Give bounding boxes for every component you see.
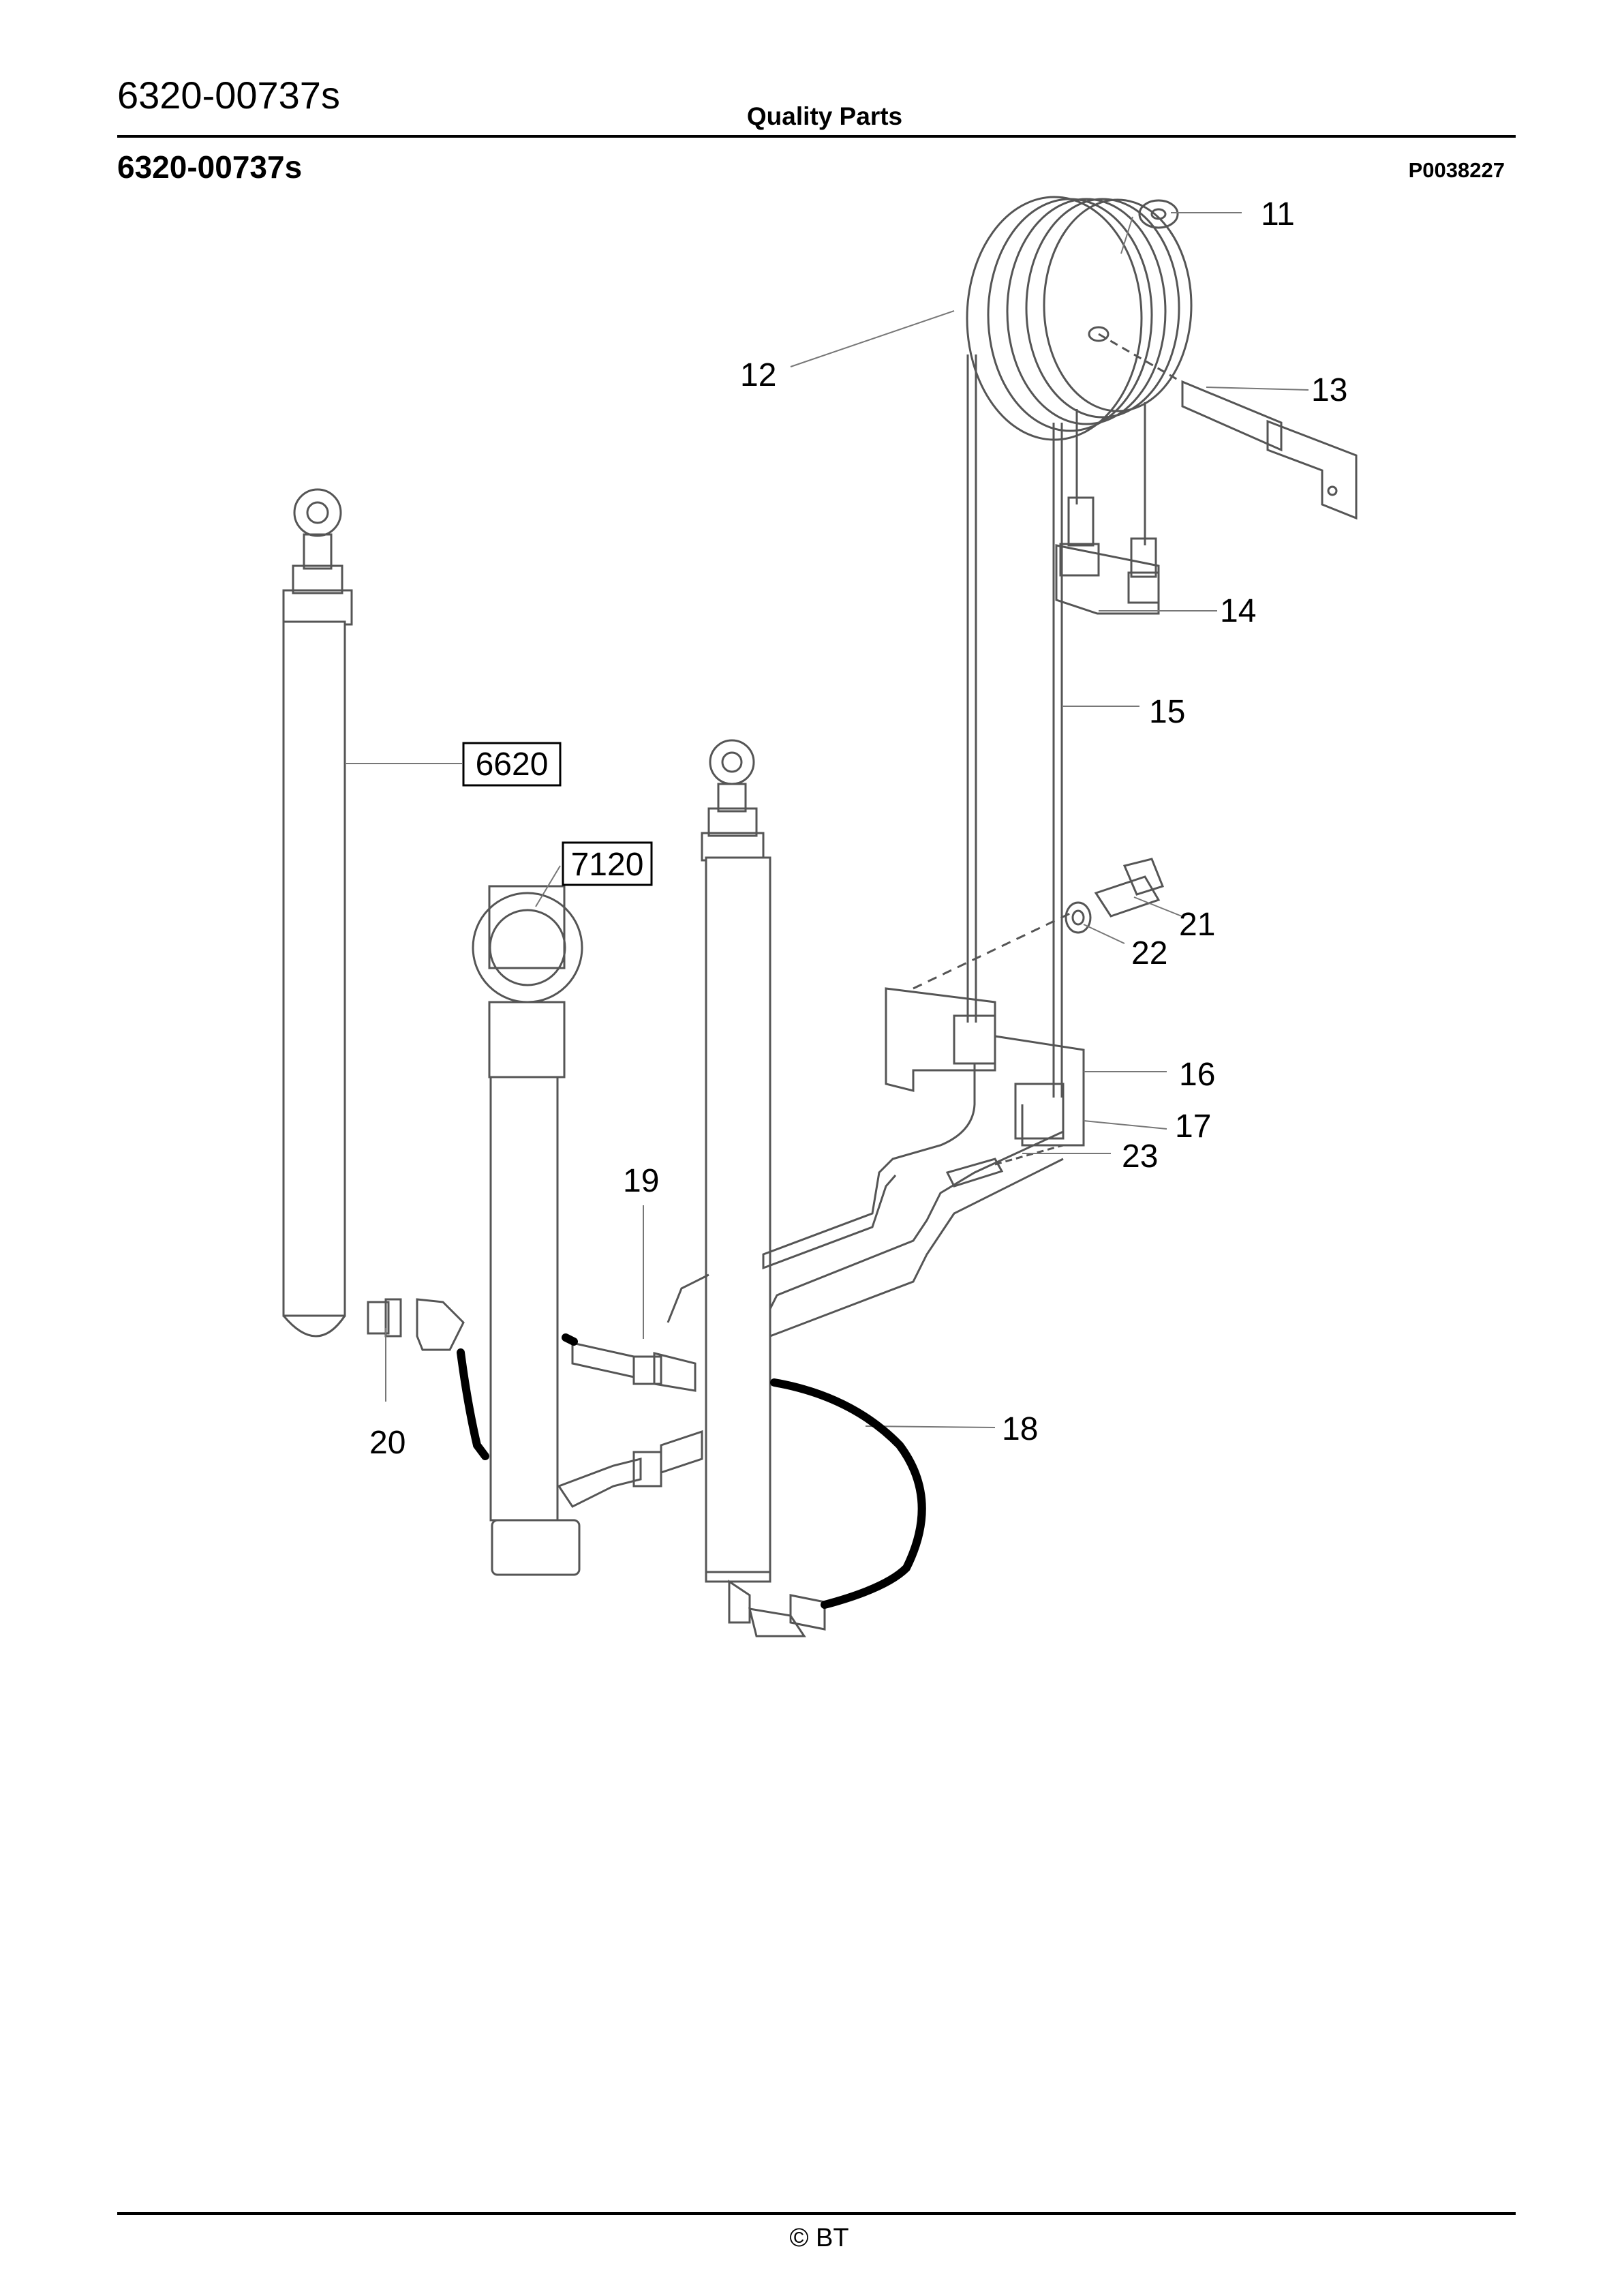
hoses [457,1333,926,1609]
callout-label: 13 [1311,372,1347,408]
copyright: © BT [789,2224,849,2252]
axle-pin [1098,333,1358,520]
footer-divider [117,2212,1516,2215]
lower-bracket [885,912,1085,1147]
pulley-sheave [966,196,1193,441]
cylinder-7120 [472,885,583,1576]
header-divider [117,135,1516,138]
reference-label: 7120 [571,847,644,883]
cylinder-6620 [282,488,353,1338]
hydraulic-pipes [667,1063,1064,1338]
header-title: Quality Parts [746,102,903,130]
cylinder-right [701,739,771,1583]
document-code: 6320-00737s [117,74,340,117]
chains [966,354,1146,1098]
fittings [367,1298,826,1637]
callout-label: 17 [1175,1108,1211,1145]
callout-label: 22 [1131,935,1167,971]
reference-6620: 6620 [462,742,562,787]
section-code: 6320-00737s [117,149,303,185]
callout-label: 20 [369,1425,406,1461]
callout-label: 16 [1179,1057,1215,1093]
callout-label: 15 [1149,694,1185,730]
chain-anchor-bracket [1055,496,1160,615]
callout-label: 11 [1261,196,1295,232]
callout-label: 23 [1122,1138,1158,1175]
callout-label: 19 [623,1163,659,1199]
callout-label: 14 [1220,593,1256,629]
reference-label: 6620 [476,746,549,783]
callout-label: 21 [1179,907,1215,943]
reference-7120: 7120 [562,841,653,886]
drawing-id: P0038227 [1408,158,1505,182]
callout-label: 18 [1002,1411,1038,1447]
bolt-washer [945,858,1164,1188]
callout-label: 12 [740,357,776,393]
